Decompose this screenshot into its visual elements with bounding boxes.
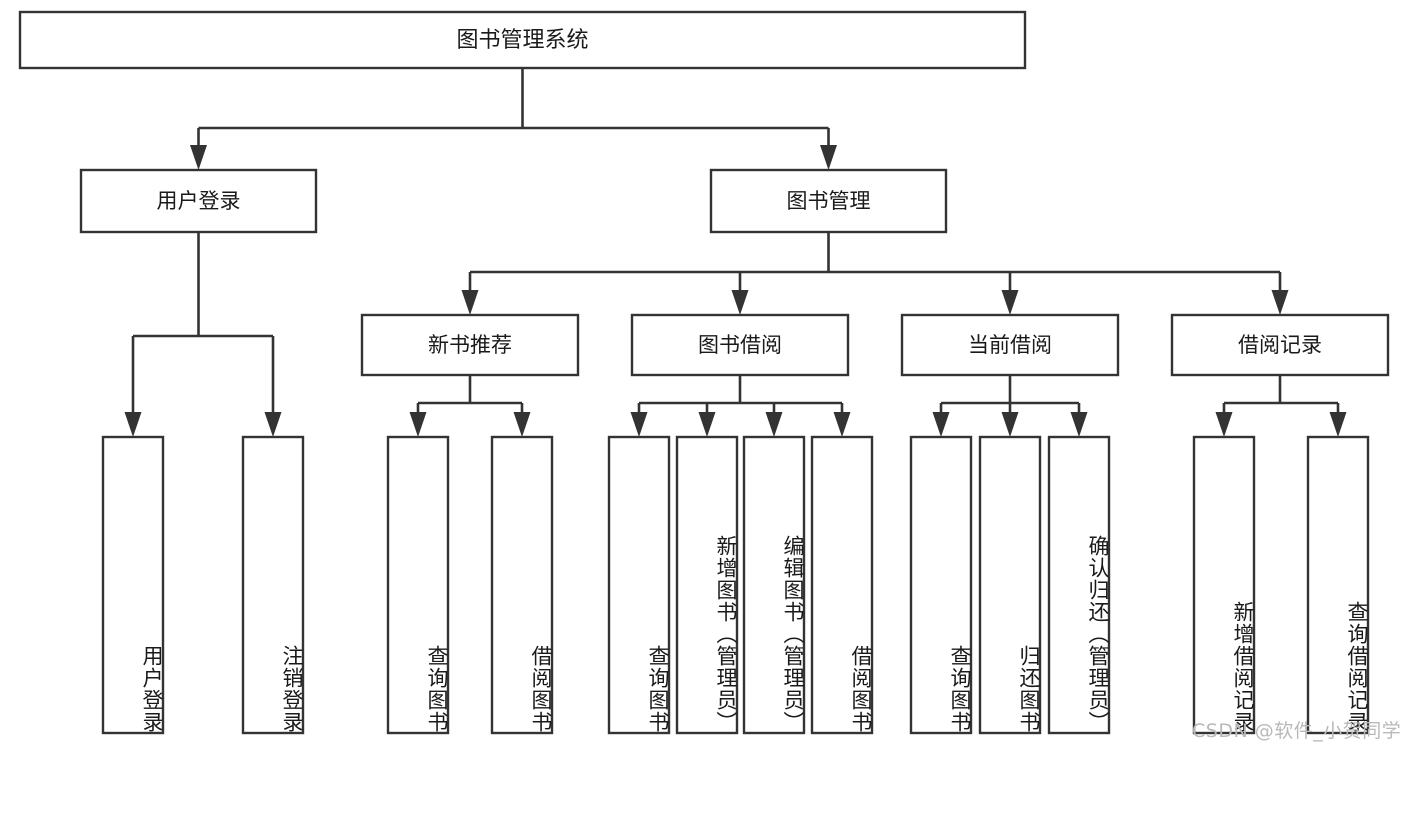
arrow-head-newbook-leaf2 (513, 412, 531, 437)
arrow-head-borrowrecord-leaf1 (1215, 412, 1233, 437)
node-current-borrow-label: 当前借阅 (968, 333, 1052, 357)
node-user-login-label: 用户登录 (157, 189, 241, 213)
node-root-box[interactable] (18, 10, 1027, 70)
node-borrow-record[interactable]: 借阅记录 (1170, 313, 1390, 377)
node-borrow-record-box[interactable] (1170, 313, 1390, 377)
connector-group-bookmgmt-to-level2 (461, 232, 1289, 315)
arrow-head-currentborrow-leaf2 (1001, 412, 1019, 437)
node-new-book-recommend[interactable]: 新书推荐 (360, 313, 580, 377)
arrow-head-currentborrow-leaf3 (1070, 412, 1088, 437)
arrow-head-userlogin-leaf1 (124, 412, 142, 437)
node-root[interactable]: 图书管理系统 (18, 10, 1027, 70)
connector-group-bookborrow-to-leaves (630, 375, 851, 437)
leaf-box-user-login-0[interactable] (101, 435, 165, 735)
arrow-head-borrowrecord-leaf2 (1329, 412, 1347, 437)
arrow-head-userlogin-leaf2 (264, 412, 282, 437)
arrow-head-bookborrow-leaf1 (630, 412, 648, 437)
watermark-text: CSDN @软件_小贺同学 (1192, 720, 1402, 742)
leaf-box-book-borrow-1[interactable] (675, 435, 739, 735)
leaf-group-borrow-record (1192, 435, 1370, 735)
connector-group-root-to-level1 (190, 68, 837, 170)
node-borrow-record-label: 借阅记录 (1238, 333, 1322, 357)
flowchart-diagram: 图书管理系统 用户登录 图书管理 新书推荐 图书借阅 当前借阅 借阅记录 (18, 10, 1402, 742)
node-book-management-label: 图书管理 (787, 189, 871, 213)
arrow-head-userlogin (190, 145, 207, 170)
node-current-borrow-box[interactable] (900, 313, 1120, 377)
node-book-management[interactable]: 图书管理 (709, 168, 948, 234)
leaf-group-new-book-recommend (386, 435, 554, 735)
arrow-head-bookmgmt (820, 145, 837, 170)
connector-group-newbook-to-leaves (409, 375, 531, 437)
node-new-book-recommend-label: 新书推荐 (428, 333, 512, 357)
connector-group-currentborrow-to-leaves (932, 375, 1088, 437)
arrow-head-bookborrow-leaf3 (765, 412, 783, 437)
leaf-box-current-borrow-2[interactable] (1047, 435, 1111, 735)
leaf-box-new-book-1[interactable] (490, 435, 554, 735)
node-book-borrow-box[interactable] (630, 313, 850, 377)
node-book-borrow-label: 图书借阅 (698, 333, 782, 357)
arrow-head-borrowrecord (1271, 290, 1289, 315)
leaf-group-user-login (101, 435, 305, 735)
leaf-box-borrow-record-1[interactable] (1306, 435, 1370, 735)
leaf-box-current-borrow-0[interactable] (909, 435, 973, 735)
leaf-box-book-borrow-0[interactable] (607, 435, 671, 735)
connector-group-borrowrecord-to-leaves (1215, 375, 1347, 437)
arrow-head-bookborrow-leaf4 (833, 412, 851, 437)
leaf-box-user-login-1[interactable] (241, 435, 305, 735)
arrow-head-bookborrow (731, 290, 749, 315)
arrow-head-currentborrow-leaf1 (932, 412, 950, 437)
leaf-box-new-book-0[interactable] (386, 435, 450, 735)
node-current-borrow[interactable]: 当前借阅 (900, 313, 1120, 377)
leaf-box-book-borrow-3[interactable] (810, 435, 874, 735)
node-user-login[interactable]: 用户登录 (79, 168, 318, 234)
leaf-group-current-borrow (909, 435, 1111, 735)
connector-group-userlogin-to-leaves (124, 232, 282, 437)
tree-svg-canvas: 图书管理系统 用户登录 图书管理 新书推荐 图书借阅 当前借阅 借阅记录 (18, 10, 1390, 735)
leaf-box-borrow-record-0[interactable] (1192, 435, 1256, 735)
arrow-head-bookborrow-leaf2 (698, 412, 716, 437)
leaf-group-book-borrow (607, 435, 874, 735)
node-new-book-recommend-box[interactable] (360, 313, 580, 377)
node-root-label: 图书管理系统 (456, 28, 588, 53)
node-user-login-box[interactable] (79, 168, 318, 234)
node-book-borrow[interactable]: 图书借阅 (630, 313, 850, 377)
arrow-head-newbook (461, 290, 479, 315)
leaf-box-book-borrow-2[interactable] (742, 435, 806, 735)
node-book-management-box[interactable] (709, 168, 948, 234)
arrow-head-currentborrow (1001, 290, 1019, 315)
arrow-head-newbook-leaf1 (409, 412, 427, 437)
leaf-box-current-borrow-1[interactable] (978, 435, 1042, 735)
